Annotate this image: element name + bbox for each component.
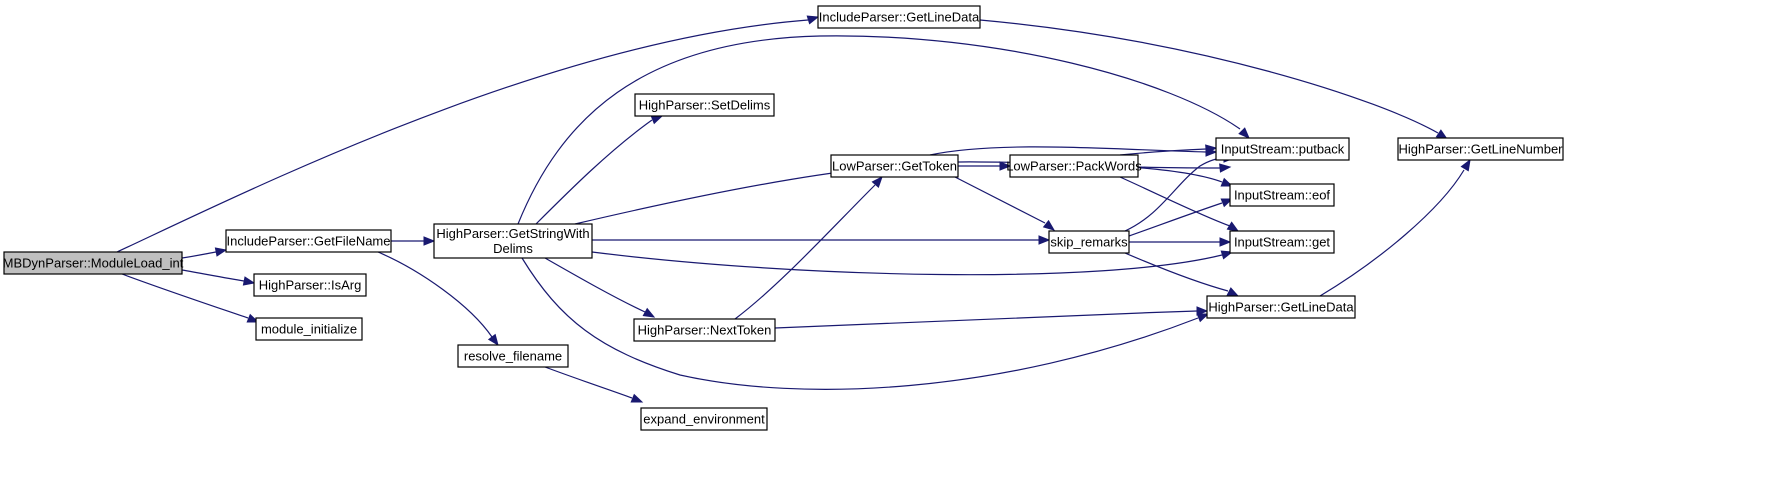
node-box [457,344,569,368]
node-label: HighParser::SetDelims [639,98,771,113]
node-module-initialize[interactable]: module_initialize [255,317,363,341]
node-label: InputStream::putback [1221,142,1345,157]
edge-inc-getfilename-to-resolve-filename [377,251,499,347]
edge-hp-nexttoken-to-lp-gettoken [734,175,883,320]
edge-lp-packwords-to-is-putback [1119,144,1218,156]
node-box [1215,137,1350,161]
node-label: expand_environment [643,412,765,427]
node-is-get[interactable]: InputStream::get [1229,230,1335,254]
node-label: InputStream::get [1234,235,1330,250]
edge-root-to-inc-getfilename [181,247,228,259]
node-box [640,407,768,431]
node-hp-getlinenumber[interactable]: HighParser::GetLineNumber [1397,137,1564,161]
node-inc-getfilename[interactable]: IncludeParser::GetFileName [225,229,392,253]
edge-inc-getlinedata-to-hp-getlinenumber [979,19,1449,140]
node-hp-nexttoken[interactable]: HighParser::NextToken [633,318,776,342]
node-hp-setdelims[interactable]: HighParser::SetDelims [634,93,775,117]
edge-hp-nexttoken-to-hp-getlinedata [774,306,1209,329]
node-box [1229,230,1335,254]
node-label: HighParser::GetLineNumber [1398,142,1563,157]
node-box [817,5,981,29]
edge-skip-remarks-to-is-eof [1128,198,1234,237]
edge-hp-getlinedata-to-hp-getlinenumber [1319,158,1471,297]
edge-hp-getstringwithdelims-to-skip-remarks [592,235,1051,245]
node-box [433,223,593,259]
node-label: HighParser::NextToken [638,323,772,338]
node-box [634,93,775,117]
node-label: module_initialize [261,322,357,337]
node-hp-isarg[interactable]: HighParser::IsArg [253,273,367,297]
node-label: HighParser::GetLineData [1208,300,1354,315]
node-label: HighParser::IsArg [259,278,362,293]
node-resolve-filename[interactable]: resolve_filename [457,344,569,368]
node-label: MBDynParser::ModuleLoad_int [3,256,184,271]
node-is-eof[interactable]: InputStream::eof [1229,183,1335,207]
edge-hp-getstringwithdelims-to-is-get [591,250,1234,276]
edge-skip-remarks-to-hp-getlinedata [1124,252,1240,297]
edge-lp-gettoken-to-skip-remarks [954,176,1056,231]
nodes-layer: MBDynParser::ModuleLoad_int IncludeParser… [3,5,1564,431]
node-label: LowParser::PackWords [1006,159,1142,174]
edge-resolve-filename-to-expand-environment [544,366,644,403]
edge-lp-packwords-to-is-eof [1137,163,1232,173]
node-label: IncludeParser::GetFileName [226,234,390,249]
node-box [1397,137,1564,161]
node-box [830,154,959,178]
edge-hp-getstringwithdelims-to-hp-setdelims [535,115,664,225]
node-lp-gettoken[interactable]: LowParser::GetToken [830,154,959,178]
node-label: resolve_filename [464,349,562,364]
node-skip-remarks[interactable]: skip_remarks [1048,230,1130,254]
edge-lp-gettoken-to-lp-packwords [958,161,1012,171]
edge-hp-getstringwithdelims-to-hp-nexttoken [544,257,656,318]
edge-root-to-hp-isarg [181,269,256,286]
edge-lp-packwords-to-is-get [1119,176,1240,232]
node-box [255,317,363,341]
node-label: LowParser::GetToken [832,159,957,174]
node-box [253,273,367,297]
node-box [633,318,776,342]
node-label: IncludeParser::GetLineData [819,10,980,25]
edge-hp-getstringwithdelims-to-hp-getlinedata [521,257,1210,390]
node-hp-getlinedata[interactable]: HighParser::GetLineData [1206,295,1356,319]
node-box [1048,230,1130,254]
node-box [1229,183,1335,207]
node-box [225,229,392,253]
edges-layer [116,15,1471,403]
node-box [1206,295,1356,319]
node-label: HighParser::GetStringWith [436,226,589,241]
edge-root-to-inc-getlinedata [116,15,820,253]
node-box [3,251,183,275]
node-is-putback[interactable]: InputStream::putback [1215,137,1350,161]
node-inc-getlinedata[interactable]: IncludeParser::GetLineData [817,5,981,29]
node-label: Delims [493,241,533,256]
edge-skip-remarks-to-is-get [1129,237,1232,247]
node-expand-environment[interactable]: expand_environment [640,407,768,431]
edge-root-to-module-initialize [121,273,260,323]
node-root: MBDynParser::ModuleLoad_int [3,251,184,275]
node-lp-packwords[interactable]: LowParser::PackWords [1006,154,1142,178]
edge-inc-getfilename-to-hp-getstringwithdelims [391,236,436,246]
node-label: skip_remarks [1050,235,1128,250]
edge-hp-getstringwithdelims-to-is-putback [517,35,1250,225]
node-box [1009,154,1139,178]
node-label: InputStream::eof [1234,188,1330,203]
